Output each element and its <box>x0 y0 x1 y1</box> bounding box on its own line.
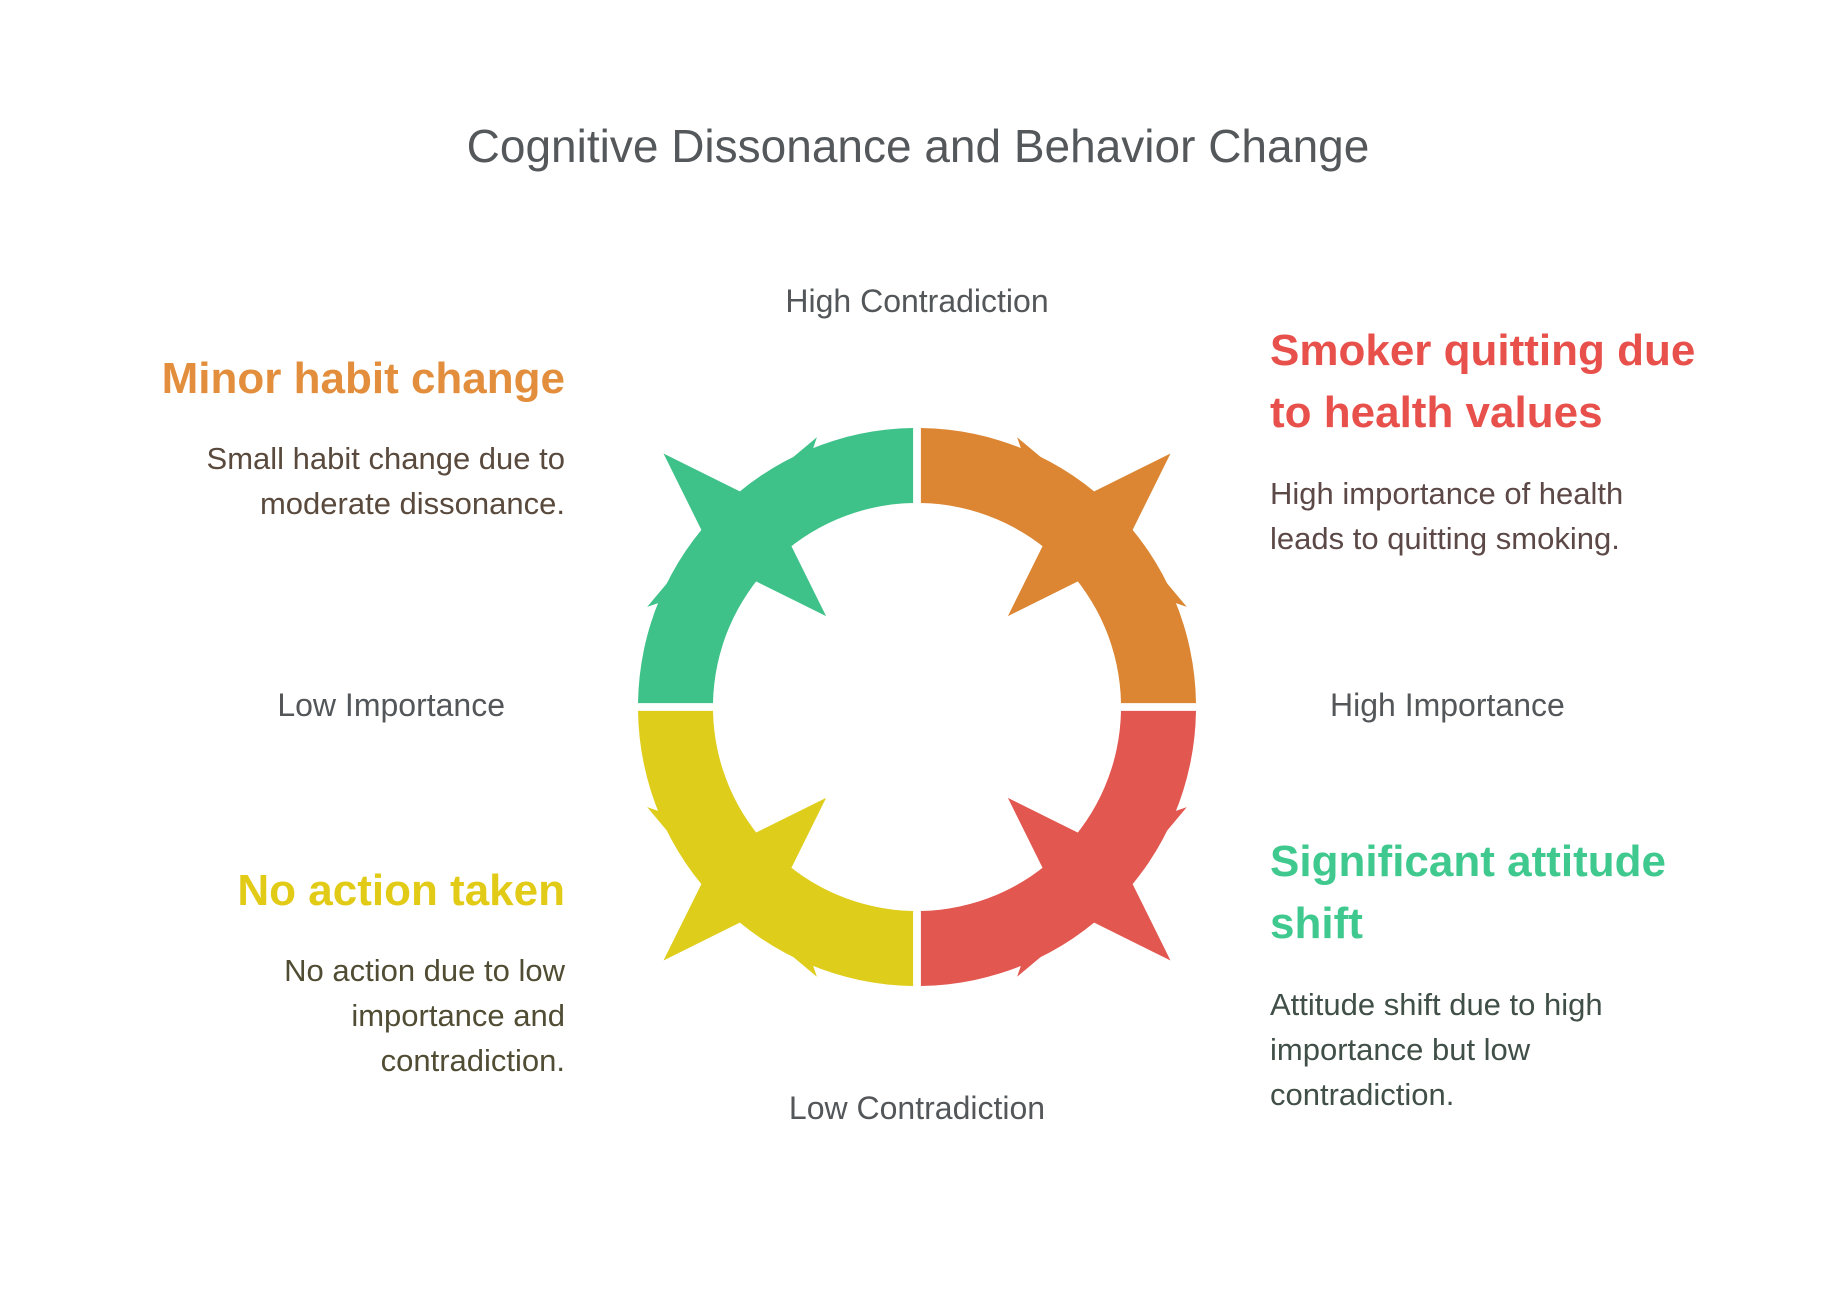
callout-significant-attitude-shift: Significant attitude shift Attitude shif… <box>1270 831 1750 1117</box>
segment-bottom-right <box>920 710 1196 986</box>
callout-heading: Smoker quitting due to health values <box>1270 326 1696 438</box>
callout-no-action-taken: No action taken No action due to low imp… <box>105 860 565 1083</box>
segment-arc <box>920 710 1196 986</box>
callout-heading: Significant attitude shift <box>1270 837 1666 949</box>
callout-heading: Minor habit change <box>161 354 565 403</box>
axis-label-low-importance: Low Importance <box>277 687 505 723</box>
callout-body: High importance of health leads to quitt… <box>1270 475 1624 556</box>
segment-top-right <box>920 428 1196 704</box>
cycle-diagram <box>638 428 1196 986</box>
page-title: Cognitive Dissonance and Behavior Change <box>466 120 1370 172</box>
callout-minor-habit-change: Minor habit change Small habit change du… <box>105 348 565 526</box>
segment-top-left <box>638 428 914 704</box>
segment-arc <box>920 428 1196 704</box>
callout-heading: No action taken <box>237 866 565 915</box>
callout-body: Small habit change due to moderate disso… <box>206 441 565 522</box>
segment-bottom-left <box>638 710 914 986</box>
axis-label-high-contradiction: High Contradiction <box>785 283 1049 319</box>
segment-arrow-star <box>1007 437 1187 617</box>
axis-label-low-contradiction: Low Contradiction <box>788 1090 1046 1126</box>
segment-arc <box>638 428 914 704</box>
callout-smoker-quitting: Smoker quitting due to health values Hig… <box>1270 320 1750 561</box>
callout-body: No action due to low importance and cont… <box>284 953 565 1079</box>
segment-arrow-star <box>1007 797 1187 977</box>
segment-arrow-star <box>647 797 827 977</box>
segment-arrow-star <box>647 437 827 617</box>
segment-arc <box>638 710 914 986</box>
callout-body: Attitude shift due to high importance bu… <box>1270 986 1603 1112</box>
axis-label-high-importance: High Importance <box>1330 687 1565 723</box>
